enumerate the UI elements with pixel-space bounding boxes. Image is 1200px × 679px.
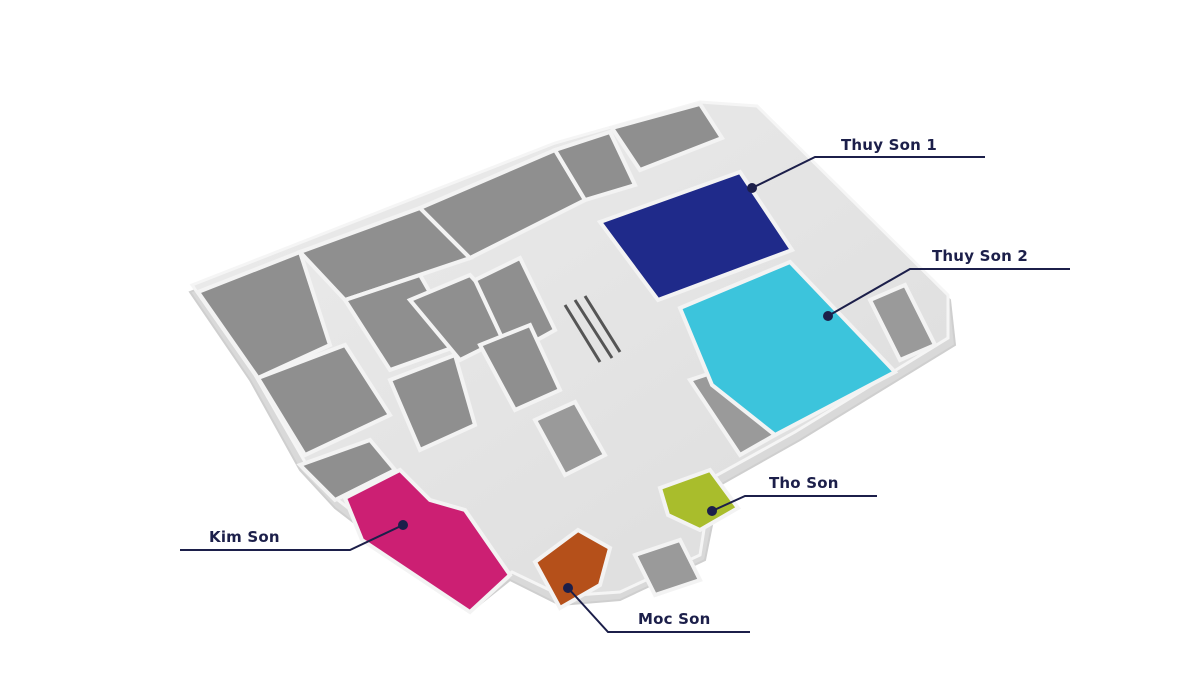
label-thuy-son-1: Thuy Son 1 bbox=[841, 136, 938, 154]
label-kim-son: Kim Son bbox=[209, 528, 280, 546]
leader-tho-son bbox=[711, 495, 877, 512]
room-kim-son[interactable] bbox=[342, 467, 513, 615]
escalator-icon bbox=[563, 295, 622, 363]
label-moc-son: Moc Son bbox=[638, 610, 711, 628]
gray-rooms bbox=[194, 101, 726, 503]
room-moc-son[interactable] bbox=[532, 527, 613, 611]
leader-dots bbox=[398, 183, 833, 593]
room-tho-son[interactable] bbox=[657, 467, 741, 533]
leader-lines bbox=[180, 156, 1070, 633]
label-tho-son: Tho Son bbox=[769, 474, 839, 492]
leader-thuy-son-2 bbox=[827, 268, 1070, 317]
room-thuy-son-1[interactable] bbox=[596, 169, 796, 303]
leader-thuy-son-1 bbox=[751, 156, 985, 189]
gray-rooms-right bbox=[532, 282, 938, 598]
label-thuy-son-2: Thuy Son 2 bbox=[932, 247, 1029, 265]
room-thuy-son-2[interactable] bbox=[677, 259, 899, 438]
leader-moc-son bbox=[567, 587, 750, 633]
leader-kim-son bbox=[180, 524, 404, 551]
